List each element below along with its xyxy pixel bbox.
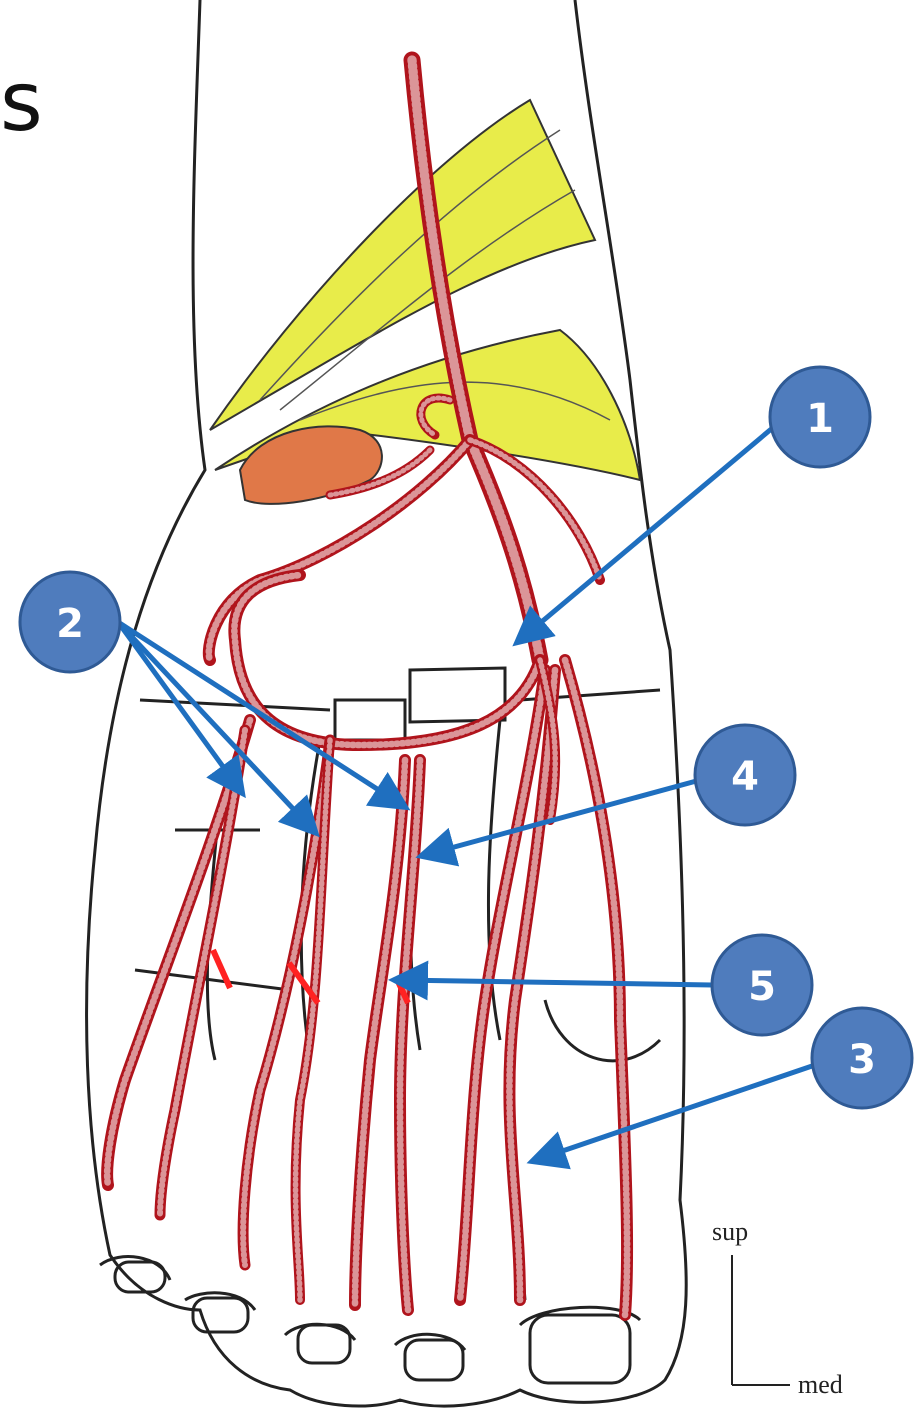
toe-nail-1 (530, 1315, 630, 1383)
label-badge-3: 3 (812, 1008, 912, 1108)
title-fragment: s (0, 62, 43, 144)
label-text-5: 5 (748, 964, 776, 1010)
orientation-marker: sup med (712, 1217, 843, 1399)
label-badge-4: 4 (695, 725, 795, 825)
arrow-4 (425, 780, 700, 855)
label-badge-2: 2 (20, 572, 120, 672)
arrow-2a (118, 622, 240, 790)
label-text-2: 2 (56, 601, 84, 647)
label-text-3: 3 (848, 1037, 876, 1083)
arrow-3 (536, 1065, 815, 1160)
label-text-4: 4 (731, 754, 759, 800)
arrow-2c (118, 622, 402, 805)
orientation-med-label: med (798, 1370, 843, 1399)
orientation-sup-label: sup (712, 1217, 748, 1246)
toe-nail-2 (405, 1340, 463, 1380)
arrow-5 (398, 980, 712, 985)
label-text-1: 1 (806, 396, 834, 442)
artery-stripe-arcuate-loop (234, 575, 540, 745)
label-badge-1: 1 (770, 367, 870, 467)
label-badge-5: 5 (712, 935, 812, 1035)
